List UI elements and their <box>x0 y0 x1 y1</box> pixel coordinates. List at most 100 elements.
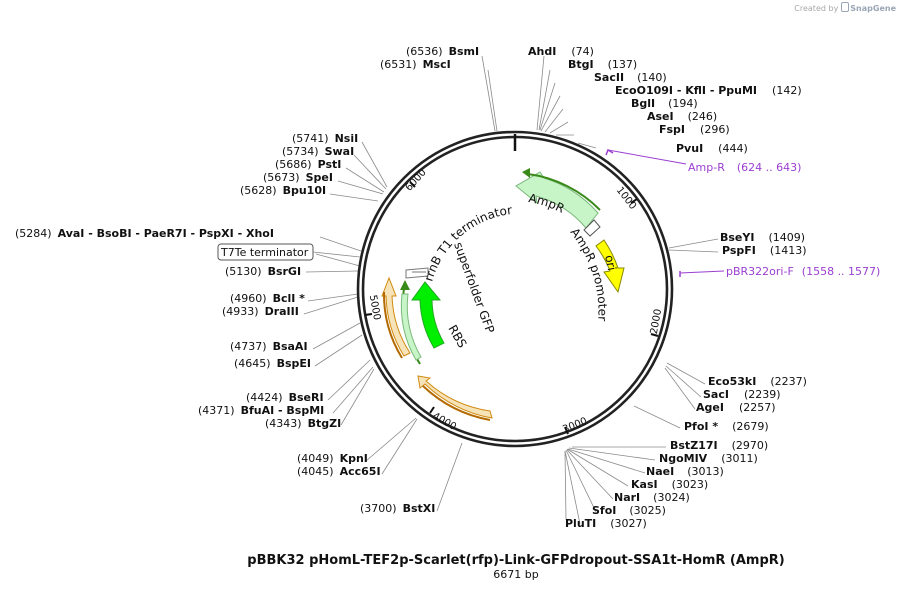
orange-arrow-upper <box>381 276 411 357</box>
enzyme-name: EcoO109I - KflI - PpuMI <box>615 84 757 97</box>
enzyme-site-label[interactable]: (3700)BstXI <box>360 502 435 515</box>
enzyme-pos: (4424) <box>246 391 283 404</box>
feature-ori-arrow[interactable] <box>595 239 625 294</box>
enzyme-site-label[interactable]: AseI(246) <box>647 110 717 123</box>
primer-range-amp-r: (624 .. 643) <box>737 161 802 174</box>
feature-superfolder-gfp-arrow[interactable] <box>411 281 445 349</box>
enzyme-site-label[interactable]: AgeI (2257) <box>696 401 776 414</box>
orange-strand-upper <box>382 291 403 359</box>
enzyme-name: PspFI <box>722 244 756 257</box>
enzyme-pos: (5673) <box>263 171 300 184</box>
enzyme-pos: (296) <box>700 123 730 136</box>
enzyme-site-label[interactable]: NgoMIV(3011) <box>659 452 758 465</box>
enzyme-site-label[interactable]: BtgI(137) <box>568 58 637 71</box>
enzyme-name: PvuI <box>676 142 703 155</box>
primer-range-pbr322ori-f: (1558 .. 1577) <box>802 265 881 278</box>
plasmid-length: 6671 bp <box>493 568 538 581</box>
enzyme-site-label[interactable]: SacI (2239) <box>703 388 781 401</box>
credit-prefix: Created by <box>794 4 839 13</box>
enzyme-pos: (2970) <box>732 439 769 452</box>
enzyme-name: NsiI <box>335 132 359 145</box>
enzyme-pos: (2257) <box>739 401 776 414</box>
enzyme-site-label[interactable]: (5284)AvaI - BsoBI - PaeR7I - PspXI - Xh… <box>15 227 274 240</box>
enzyme-site-label[interactable]: SfoI(3025) <box>592 504 666 517</box>
enzyme-site-label[interactable]: NarI (3024) <box>614 491 690 504</box>
enzyme-name: KpnI <box>340 452 368 465</box>
feature-label-ampr-promoter: AmpR promoter <box>568 225 610 321</box>
enzyme-name: SacI <box>703 388 729 401</box>
primer-pbr322ori-f[interactable]: pBR322ori-F (1558 .. 1577) <box>679 265 881 278</box>
enzyme-site-label[interactable]: (5741)NsiI <box>292 132 358 145</box>
enzyme-name: Acc65I <box>340 465 381 478</box>
enzyme-pos: (3011) <box>721 452 758 465</box>
feature-label-t7te: T7Te terminator <box>220 246 309 259</box>
enzyme-name: PstI <box>318 158 342 171</box>
enzyme-site-label[interactable]: AhdI(74) <box>528 45 594 58</box>
restriction-sites: (6536)BsmI (6531)MscI AhdI(74) BtgI(137)… <box>15 45 807 530</box>
enzyme-site-label[interactable]: BglI (194) <box>631 97 698 110</box>
enzyme-site-label[interactable]: BseYI(1409) <box>720 231 805 244</box>
enzyme-pos: (5686) <box>275 158 312 171</box>
enzyme-pos: (3023) <box>672 478 709 491</box>
snapgene-logo-icon <box>841 2 850 12</box>
enzyme-pos: (4960) <box>230 292 267 305</box>
enzyme-site-label[interactable]: (4049) KpnI <box>297 452 368 465</box>
enzyme-name: AgeI <box>696 401 724 414</box>
enzyme-name: SfoI <box>592 504 616 517</box>
enzyme-pos: (194) <box>668 97 698 110</box>
enzyme-name: AseI <box>647 110 674 123</box>
enzyme-pos: (74) <box>571 45 594 58</box>
svg-text:Amp-R(624 .. 643): Amp-R (624 .. 643) <box>688 161 801 174</box>
enzyme-name: BglI <box>631 97 655 110</box>
enzyme-name: SacII <box>594 71 624 84</box>
enzyme-site-label[interactable]: (4424)BseRI <box>246 391 324 404</box>
enzyme-site-label[interactable]: (5734)SwaI <box>282 145 354 158</box>
enzyme-pos: (1413) <box>770 244 807 257</box>
primer-name-amp-r: Amp-R <box>688 161 725 174</box>
enzyme-name: BsaAI <box>273 340 308 353</box>
enzyme-site-label[interactable]: BstZ17I(2970) <box>670 439 768 452</box>
feature-t7te-terminator[interactable]: T7Te terminator <box>217 243 361 261</box>
enzyme-site-label[interactable]: (4371)BfuAI - BspMI <box>198 404 324 417</box>
enzyme-pos: (2239) <box>744 388 781 401</box>
enzyme-site-label[interactable]: NaeI(3013) <box>646 465 724 478</box>
enzyme-site-label[interactable]: (4737)BsaAI <box>230 340 308 353</box>
enzyme-site-label[interactable]: Eco53kI (2237) <box>708 375 807 388</box>
enzyme-site-label[interactable]: PluTI(3027) <box>565 517 647 530</box>
enzyme-site-label[interactable]: (6536)BsmI <box>406 45 479 58</box>
enzyme-site-label[interactable]: FspI(296) <box>659 123 730 136</box>
enzyme-site-label[interactable]: (4045) Acc65I <box>297 465 381 478</box>
feature-label-ori: ori <box>602 254 619 272</box>
enzyme-pos: (2237) <box>770 375 807 388</box>
enzyme-pos: (5628) <box>240 184 277 197</box>
enzyme-site-label[interactable]: (5628)Bpu10I <box>240 184 326 197</box>
enzyme-pos: (5284) <box>15 227 52 240</box>
enzyme-name: BseYI <box>720 231 754 244</box>
enzyme-site-label[interactable]: (5686) PstI <box>275 158 341 171</box>
enzyme-pos: (4045) <box>297 465 334 478</box>
enzyme-name: BspEI <box>277 357 311 370</box>
feature-ampr-promoter-box[interactable] <box>583 219 601 237</box>
enzyme-site-label[interactable]: (4343)BtgZI <box>265 417 341 430</box>
enzyme-site-label[interactable]: PvuI(444) <box>676 142 748 155</box>
enzyme-site-label[interactable]: (4645)BspEI <box>234 357 311 370</box>
enzyme-site-label[interactable]: PfoI *(2679) <box>684 420 769 433</box>
enzyme-name: NarI <box>614 491 640 504</box>
enzyme-site-label[interactable]: (4933)DraIII <box>222 305 299 318</box>
enzyme-site-label[interactable]: EcoO109I - KflI - PpuMI(142) <box>615 84 802 97</box>
enzyme-pos: (3024) <box>653 491 690 504</box>
enzyme-site-label[interactable]: SacII(140) <box>594 71 667 84</box>
enzyme-pos: (4049) <box>297 452 334 465</box>
enzyme-site-label[interactable]: PspFI (1413) <box>722 244 806 257</box>
feature-ampr-arrow[interactable] <box>515 171 599 229</box>
enzyme-site-label[interactable]: (5673)SpeI <box>263 171 333 184</box>
enzyme-site-label[interactable]: KasI(3023) <box>631 478 708 491</box>
enzyme-site-label[interactable]: (5130)BsrGI <box>225 265 301 278</box>
primer-amp-r[interactable]: Amp-R (624 .. 643) <box>605 148 801 174</box>
feature-rrnb-t1-terminator[interactable] <box>405 267 429 279</box>
primer-name-pbr322ori-f: pBR322ori-F <box>726 265 794 278</box>
enzyme-name: MscI <box>423 58 451 71</box>
enzyme-site-label[interactable]: (4960)BclI * <box>230 292 305 305</box>
enzyme-name: Eco53kI <box>708 375 756 388</box>
enzyme-site-label[interactable]: (6531)MscI <box>380 58 451 71</box>
